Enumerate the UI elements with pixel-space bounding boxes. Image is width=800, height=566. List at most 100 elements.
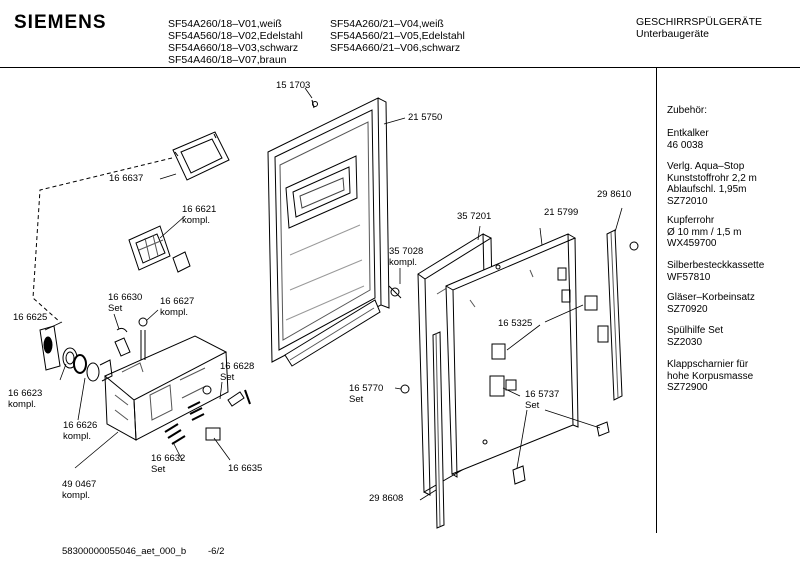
page-number: -6/2 — [208, 546, 225, 557]
accessory-text: SZ2030 — [667, 336, 703, 348]
dashed-guide-line — [32, 157, 173, 323]
accessory-item: Klappscharnier für hohe Korpusmasse SZ72… — [667, 359, 753, 394]
dispenser-cover — [128, 225, 191, 273]
screw-head — [312, 101, 318, 107]
model-line: SF54A560/18–V02,Edelstahl — [168, 30, 303, 42]
leader-lines — [44, 87, 623, 501]
accessory-text: Klappscharnier für — [667, 359, 749, 370]
door-front-panel — [445, 233, 579, 478]
part-label-166623: 16 6623 kompl. — [8, 388, 42, 410]
part-label-166637: 16 6637 — [109, 173, 144, 184]
accessory-item: Entkalker 46 0038 — [667, 128, 709, 151]
side-strip-right — [606, 229, 639, 401]
accessory-text: hohe Korpusmasse — [667, 370, 754, 382]
part-number: 35 7028 — [389, 246, 424, 257]
part-number: 16 6628 — [220, 361, 255, 372]
door-inner-panel — [267, 97, 390, 363]
category-title: GESCHIRRSPÜLGERÄTE — [636, 16, 763, 28]
part-number: 16 5737 — [525, 389, 560, 400]
part-label-166626: 16 6626 kompl. — [63, 420, 97, 442]
part-label-165770: 16 5770 Set — [349, 383, 383, 405]
part-label-166621: 16 6621 kompl. — [182, 204, 216, 226]
accessory-item: Silberbesteckkassette WF57810 — [667, 260, 764, 283]
part-suffix: kompl. — [62, 490, 90, 501]
accessory-text: WX459700 — [667, 238, 717, 249]
part-label-215799: 21 5799 — [544, 207, 579, 218]
part-label-166635: 16 6635 — [228, 463, 263, 474]
accessory-item: Gläser–Korbeinsatz SZ70920 — [667, 292, 755, 315]
part-number: 49 0467 — [62, 479, 97, 490]
accessory-text: Kupferrohr — [667, 215, 715, 226]
accessory-text: Ablaufschl. 1,95m — [667, 184, 747, 195]
accessory-item: Spülhilfe Set SZ2030 — [667, 325, 723, 348]
model-line: SF54A660/21–V06,schwarz — [330, 42, 461, 54]
part-label-298608: 29 8608 — [369, 493, 404, 504]
latch-parts — [400, 295, 610, 485]
accessory-text: SZ70920 — [667, 303, 708, 315]
accessory-text: Ø 10 mm / 1,5 m — [667, 226, 742, 238]
accessory-text: Gläser–Korbeinsatz — [667, 292, 755, 303]
accessories-title: Zubehör: — [667, 105, 708, 116]
part-suffix: kompl. — [160, 307, 188, 318]
part-label-490467: 49 0467 kompl. — [62, 479, 96, 501]
accessory-text: SZ72900 — [667, 382, 708, 393]
hinge-arm — [284, 285, 402, 367]
part-label-165325: 16 5325 — [498, 318, 533, 329]
seal-frame — [172, 131, 230, 181]
accessory-divider — [656, 68, 657, 533]
header-divider — [0, 67, 800, 68]
part-number: 16 6632 — [151, 453, 186, 464]
drawing-code: 58300000055046_aet_000_b — [62, 546, 187, 557]
model-list-1: SF54A260/18–V01,weiß SF54A560/18–V02,Ede… — [168, 18, 303, 66]
model-line: SF54A260/21–V04,weiß — [330, 18, 444, 30]
part-suffix: kompl. — [182, 215, 210, 226]
model-line: SF54A660/18–V03,schwarz — [168, 42, 299, 54]
accessory-text: 46 0038 — [667, 139, 704, 151]
part-label-165737: 16 5737 Set — [525, 389, 559, 411]
part-suffix: kompl. — [389, 257, 417, 268]
accessory-item: Verlg. Aqua–Stop Kunststoffrohr 2,2 m Ab… — [667, 161, 757, 207]
model-line: SF54A260/18–V01,weiß — [168, 18, 282, 30]
part-number: 16 6623 — [8, 388, 43, 399]
accessory-text: Verlg. Aqua–Stop — [667, 161, 745, 172]
cap-and-rings — [39, 325, 113, 382]
category-subtitle: Unterbaugeräte — [636, 28, 709, 40]
accessory-text: Spülhilfe Set — [667, 325, 724, 336]
model-line: SF54A460/18–V07,braun — [168, 54, 287, 66]
part-suffix: Set — [525, 400, 540, 411]
part-number: 16 6627 — [160, 296, 195, 307]
part-label-357028: 35 7028 kompl. — [389, 246, 423, 268]
part-label-151703: 15 1703 — [276, 80, 311, 91]
part-suffix: kompl. — [8, 399, 36, 410]
accessory-text: WF57810 — [667, 271, 711, 283]
part-label-215750: 21 5750 — [408, 112, 443, 123]
part-label-166627: 16 6627 kompl. — [160, 296, 194, 318]
model-line: SF54A560/21–V05,Edelstahl — [330, 30, 465, 42]
part-label-166625: 16 6625 — [13, 312, 48, 323]
accessory-text: Kunststoffrohr 2,2 m — [667, 172, 757, 184]
part-number: 16 6626 — [63, 420, 98, 431]
accessory-item: Kupferrohr Ø 10 mm / 1,5 m WX459700 — [667, 215, 741, 250]
part-suffix: kompl. — [63, 431, 91, 442]
part-suffix: Set — [349, 394, 364, 405]
part-label-357201: 35 7201 — [457, 211, 492, 222]
small-parts — [114, 317, 251, 445]
part-suffix: Set — [151, 464, 166, 475]
part-label-166632: 16 6632 Set — [151, 453, 185, 475]
accessory-text: Silberbesteckkassette — [667, 260, 765, 271]
dispenser-housing — [104, 335, 229, 441]
part-suffix: Set — [108, 303, 123, 314]
part-number: 16 6630 — [108, 292, 143, 303]
accessory-text: Entkalker — [667, 128, 709, 139]
part-suffix: Set — [220, 372, 235, 383]
part-label-298610: 29 8610 — [597, 189, 632, 200]
part-label-166630: 16 6630 Set — [108, 292, 142, 314]
side-strip-left — [432, 331, 445, 529]
part-number: 16 5770 — [349, 383, 384, 394]
part-label-166628: 16 6628 Set — [220, 361, 254, 383]
part-number: 16 6621 — [182, 204, 217, 215]
brand-logo: SIEMENS — [14, 12, 107, 33]
model-list-2: SF54A260/21–V04,weiß SF54A560/21–V05,Ede… — [330, 18, 465, 54]
